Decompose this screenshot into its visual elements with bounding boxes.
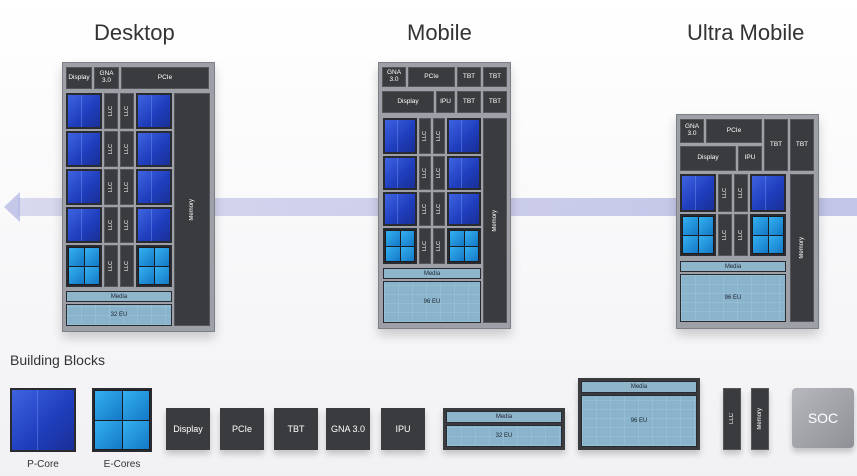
- p-core: [136, 131, 172, 167]
- llc-block: LLC: [419, 118, 431, 154]
- mobile-tbt-block: TBT: [483, 91, 507, 113]
- e-cores: [66, 245, 102, 287]
- e-cores: [447, 228, 481, 264]
- desktop-memory-block: Memory: [174, 93, 210, 326]
- desktop-gna-block: GNA 3.0: [94, 67, 119, 89]
- bb-media-small: Media: [446, 411, 562, 423]
- llc-block: LLC: [419, 156, 431, 190]
- e-cores: [383, 228, 417, 264]
- bb-gpu-small: 32 EU: [446, 425, 562, 447]
- bb-display-block: Display: [166, 408, 210, 450]
- p-core: [383, 118, 417, 154]
- bb-e-cores: [92, 388, 152, 452]
- e-cores: [136, 245, 172, 287]
- desktop-pcie-block: PCIe: [121, 67, 209, 89]
- ultra-gna-block: GNA 3.0: [680, 119, 704, 143]
- mobile-title: Mobile: [407, 20, 472, 45]
- llc-block: LLC: [433, 156, 445, 190]
- mobile-tbt-block: TBT: [457, 67, 481, 87]
- bb-p-core-label: P-Core: [27, 459, 59, 470]
- ultra-mobile-title: Ultra Mobile: [687, 20, 805, 45]
- mobile-tbt-block: TBT: [457, 91, 481, 113]
- bb-soc-block: SOC: [792, 388, 854, 448]
- p-core: [66, 93, 102, 129]
- p-core: [136, 207, 172, 243]
- mobile-display-block: Display: [382, 91, 434, 113]
- p-core: [383, 192, 417, 226]
- llc-block: LLC: [718, 214, 732, 256]
- bb-pcie-block: PCIe: [220, 408, 264, 450]
- llc-block: LLC: [120, 207, 134, 243]
- llc-block: LLC: [104, 93, 118, 129]
- p-core: [447, 192, 481, 226]
- e-cores: [750, 214, 786, 256]
- p-core: [383, 156, 417, 190]
- mobile-chip: GNA 3.0 PCIe TBT TBT Display IPU TBT TBT…: [378, 62, 511, 329]
- llc-block: LLC: [104, 245, 118, 287]
- llc-block: LLC: [419, 192, 431, 226]
- mobile-media-block: Media: [383, 268, 481, 279]
- ultra-display-block: Display: [680, 146, 736, 171]
- llc-block: LLC: [120, 93, 134, 129]
- ultra-tbt-block: TBT: [764, 119, 788, 171]
- mobile-tbt-block: TBT: [483, 67, 507, 87]
- bb-llc-block: LLC: [723, 388, 741, 450]
- bb-tbt-block: TBT: [274, 408, 318, 450]
- p-core: [447, 118, 481, 154]
- llc-block: LLC: [419, 228, 431, 264]
- ultra-media-block: Media: [680, 261, 786, 272]
- ultra-memory-block: Memory: [790, 174, 814, 322]
- llc-block: LLC: [433, 228, 445, 264]
- p-core: [136, 93, 172, 129]
- mobile-pcie-block: PCIe: [408, 67, 455, 87]
- p-core: [66, 207, 102, 243]
- llc-block: LLC: [433, 192, 445, 226]
- p-core: [680, 174, 716, 212]
- bb-ipu-block: IPU: [381, 408, 425, 450]
- mobile-gpu-block: 96 EU: [383, 281, 481, 323]
- p-core: [66, 131, 102, 167]
- ultra-gpu-block: 96 EU: [680, 274, 786, 322]
- mobile-ipu-block: IPU: [436, 91, 455, 113]
- ultra-tbt-block: TBT: [790, 119, 814, 171]
- mobile-gna-block: GNA 3.0: [382, 67, 406, 87]
- mobile-memory-block: Memory: [483, 118, 507, 323]
- p-core: [750, 174, 786, 212]
- llc-block: LLC: [120, 131, 134, 167]
- building-blocks-heading: Building Blocks: [10, 352, 105, 368]
- bb-media-large: Media: [581, 381, 697, 393]
- llc-block: LLC: [718, 174, 732, 212]
- ultra-pcie-block: PCIe: [706, 119, 762, 143]
- bb-memory-block: Memory: [751, 388, 769, 450]
- bb-gpu-96eu: Media 96 EU: [578, 378, 700, 450]
- llc-block: LLC: [104, 207, 118, 243]
- bb-gpu-large: 96 EU: [581, 395, 697, 447]
- e-cores: [680, 214, 716, 256]
- desktop-media-block: Media: [66, 291, 172, 302]
- bb-e-cores-label: E-Cores: [103, 459, 141, 470]
- llc-block: LLC: [433, 118, 445, 154]
- desktop-title: Desktop: [94, 20, 175, 45]
- desktop-gpu-block: 32 EU: [66, 304, 172, 326]
- p-core: [136, 169, 172, 205]
- llc-block: LLC: [104, 131, 118, 167]
- bb-gna-block: GNA 3.0: [326, 408, 370, 450]
- desktop-display-block: Display: [66, 67, 92, 89]
- bb-gpu-32eu: Media 32 EU: [443, 408, 565, 450]
- llc-block: LLC: [120, 169, 134, 205]
- desktop-chip: Display GNA 3.0 PCIe LLC LLC LLC LLC LLC…: [62, 62, 215, 332]
- llc-block: LLC: [734, 174, 748, 212]
- ultra-ipu-block: IPU: [738, 146, 762, 171]
- llc-block: LLC: [734, 214, 748, 256]
- arrow-head-icon: [4, 192, 20, 222]
- llc-block: LLC: [104, 169, 118, 205]
- p-core: [447, 156, 481, 190]
- llc-block: LLC: [120, 245, 134, 287]
- p-core: [66, 169, 102, 205]
- ultra-mobile-chip: GNA 3.0 PCIe TBT TBT Display IPU LLC LLC…: [676, 114, 819, 329]
- bb-p-core: [10, 388, 76, 452]
